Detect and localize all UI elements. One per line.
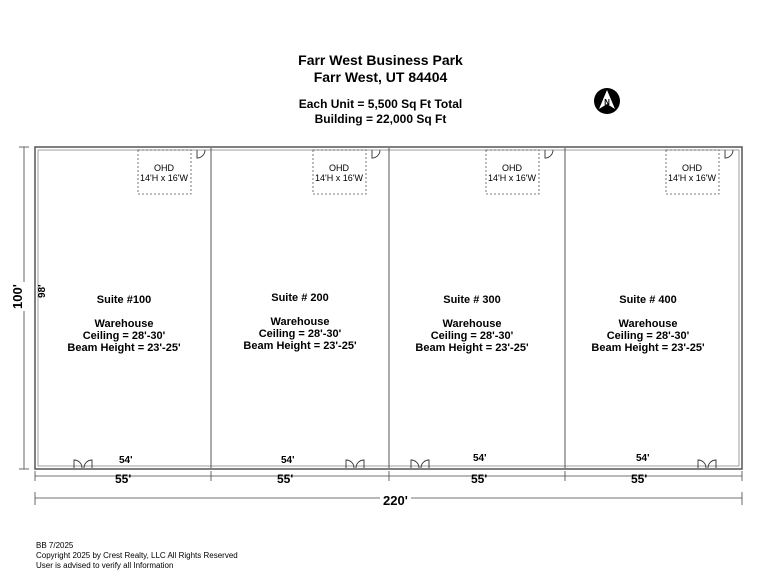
exterior-depth-label: 100' <box>10 282 25 311</box>
plan-title-block: Farr West Business Park Farr West, UT 84… <box>0 52 761 86</box>
suite-ceiling: Ceiling = 28'-30' <box>258 328 342 340</box>
suite-ceiling: Ceiling = 28'-30' <box>430 330 514 342</box>
ohd-door-100: OHD 14'H x 16'W <box>138 150 190 194</box>
exterior-width-100: 55' <box>115 472 132 486</box>
suite-type: Warehouse <box>270 316 330 328</box>
plan-location: Farr West, UT 84404 <box>313 69 448 85</box>
suite-name: Suite # 200 <box>271 292 329 304</box>
suite-300: Suite # 300 Warehouse Ceiling = 28'-30' … <box>384 294 560 354</box>
suite-100: Suite #100 Warehouse Ceiling = 28'-30' B… <box>36 294 212 354</box>
suite-beam: Beam Height = 23'-25' <box>243 340 357 352</box>
ohd-size: 14'H x 16'W <box>488 173 536 183</box>
ohd-boxes <box>137 149 720 195</box>
top-door-swings <box>196 149 734 159</box>
suite-200: Suite # 200 Warehouse Ceiling = 28'-30' … <box>212 292 388 352</box>
suite-type: Warehouse <box>618 318 678 330</box>
north-letter: N <box>604 98 610 107</box>
interior-depth-label: 98' <box>37 284 48 298</box>
total-width-label: 220' <box>380 493 411 508</box>
suite-name: Suite # 400 <box>619 294 677 306</box>
interior-width-400: 54' <box>636 453 650 464</box>
ohd-size: 14'H x 16'W <box>315 173 363 183</box>
unit-size-text: Each Unit = 5,500 Sq Ft Total <box>298 97 463 111</box>
ohd-door-300: OHD 14'H x 16'W <box>486 150 538 194</box>
ohd-label: OHD <box>502 163 522 173</box>
interior-width-200: 54' <box>281 455 295 466</box>
interior-width-100: 54' <box>119 455 133 466</box>
exterior-width-300: 55' <box>471 472 488 486</box>
suite-ceiling: Ceiling = 28'-30' <box>606 330 690 342</box>
ohd-door-400: OHD 14'H x 16'W <box>666 150 718 194</box>
suite-type: Warehouse <box>94 318 154 330</box>
ohd-size: 14'H x 16'W <box>668 173 716 183</box>
revision-text: BB 7/2025 <box>36 541 74 550</box>
suite-beam: Beam Height = 23'-25' <box>591 342 705 354</box>
area-summary: Each Unit = 5,500 Sq Ft Total Building =… <box>0 97 761 127</box>
footer-notes: BB 7/2025 Copyright 2025 by Crest Realty… <box>36 541 238 571</box>
ohd-label: OHD <box>154 163 174 173</box>
suite-name: Suite # 300 <box>443 294 501 306</box>
plan-title: Farr West Business Park <box>298 52 463 68</box>
interior-width-300: 54' <box>473 453 487 464</box>
north-arrow-icon: N <box>593 87 621 120</box>
copyright-text: Copyright 2025 by Crest Realty, LLC All … <box>36 551 238 560</box>
suite-ceiling: Ceiling = 28'-30' <box>82 330 166 342</box>
ohd-size: 14'H x 16'W <box>140 173 188 183</box>
disclaimer-text: User is advised to verify all Informatio… <box>36 561 174 570</box>
ohd-label: OHD <box>682 163 702 173</box>
suite-beam: Beam Height = 23'-25' <box>415 342 529 354</box>
demising-walls <box>210 148 566 468</box>
building-size-text: Building = 22,000 Sq Ft <box>314 112 447 126</box>
suite-name: Suite #100 <box>96 294 152 306</box>
bottom-door-swings <box>73 459 717 469</box>
suite-beam: Beam Height = 23'-25' <box>67 342 181 354</box>
suite-type: Warehouse <box>442 318 502 330</box>
ohd-door-200: OHD 14'H x 16'W <box>313 150 365 194</box>
ohd-label: OHD <box>329 163 349 173</box>
exterior-width-400: 55' <box>631 472 648 486</box>
exterior-width-200: 55' <box>277 472 294 486</box>
suite-400: Suite # 400 Warehouse Ceiling = 28'-30' … <box>560 294 736 354</box>
